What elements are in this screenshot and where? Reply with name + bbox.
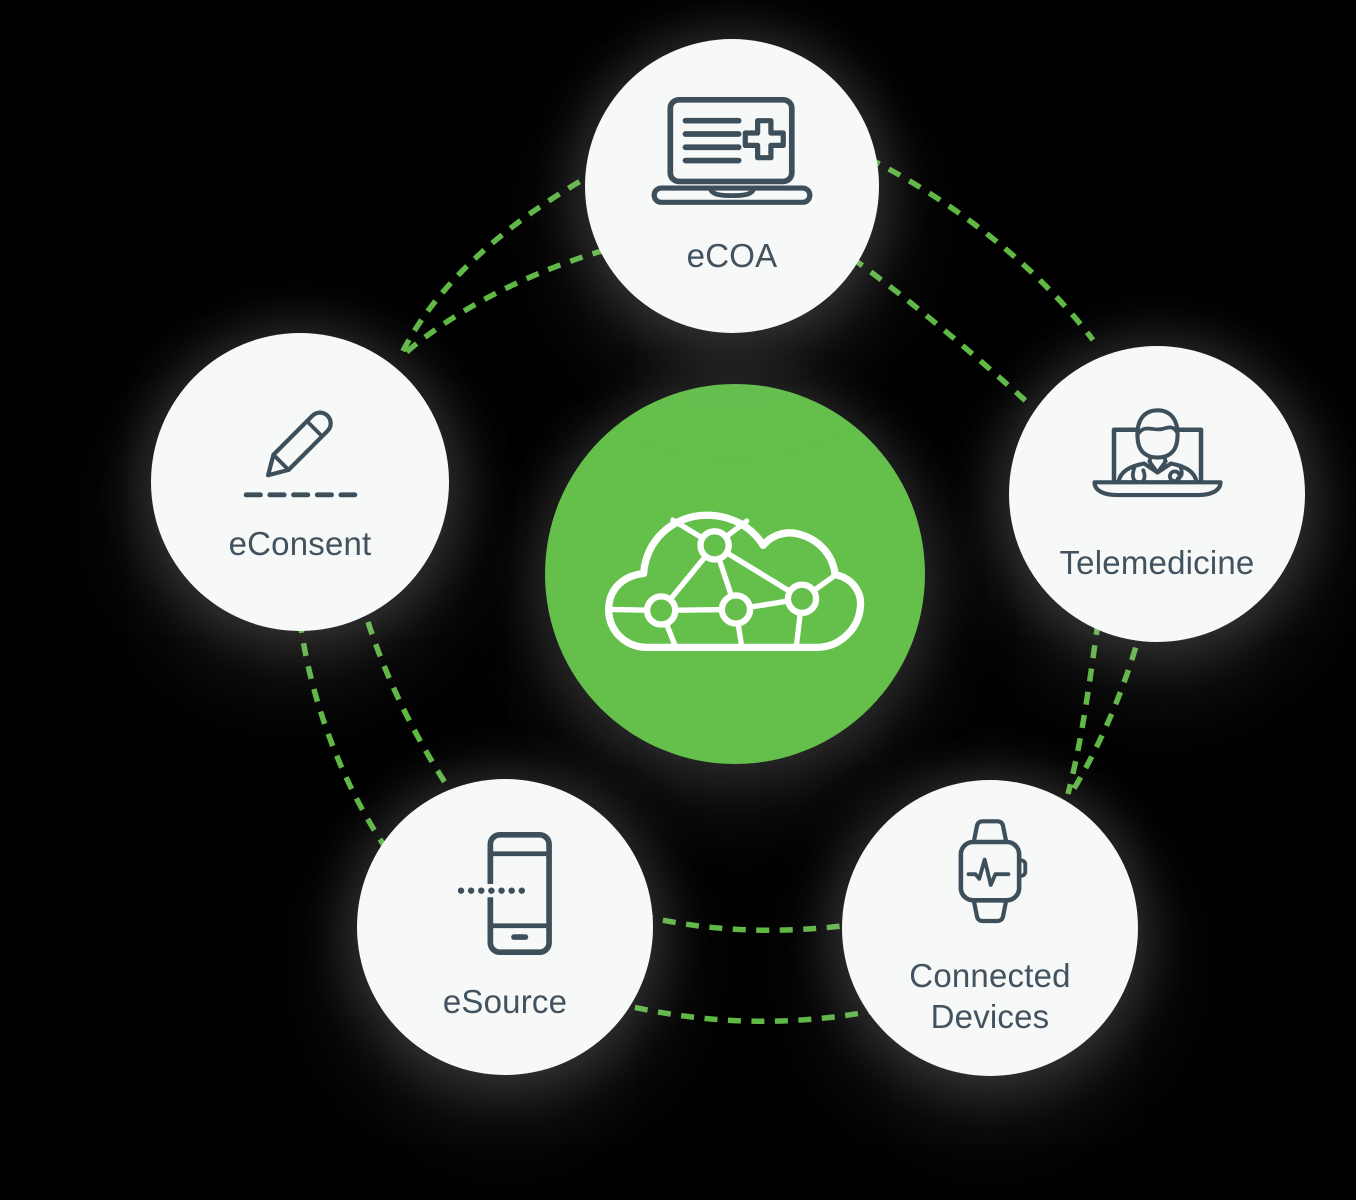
node-esource: eSource (357, 779, 653, 1075)
dashed-arc (397, 167, 602, 359)
smartwatch-heartbeat-icon (958, 819, 1028, 924)
center-hub (545, 384, 925, 764)
dashed-arc (365, 621, 465, 810)
dashed-arc (850, 255, 1030, 406)
smartphone-data-icon (457, 832, 552, 956)
laptop-medical-chart-icon (651, 96, 813, 205)
doctor-on-laptop-icon (1091, 408, 1223, 498)
node-label: eConsent (228, 524, 372, 562)
node-label: Connected Devices (909, 957, 1071, 1035)
node-econsent: eConsent (151, 333, 449, 631)
node-label: eCOA (686, 236, 778, 274)
pencil-signature-icon (243, 410, 357, 498)
node-ecoa: eCOA (585, 39, 879, 333)
dashed-arc (639, 912, 859, 933)
dashed-arc (611, 999, 879, 1024)
node-connected-devices: Connected Devices (842, 780, 1138, 1076)
dashed-arc (297, 619, 401, 867)
node-label: Telemedicine (1059, 544, 1255, 582)
node-telemedicine: Telemedicine (1009, 346, 1305, 642)
dashed-arc (1066, 624, 1145, 799)
node-label: eSource (442, 983, 568, 1021)
dashed-arc (400, 247, 606, 359)
dashed-arc (1065, 621, 1101, 795)
dashed-arc (866, 155, 1096, 342)
cloud-network-icon (605, 511, 865, 651)
